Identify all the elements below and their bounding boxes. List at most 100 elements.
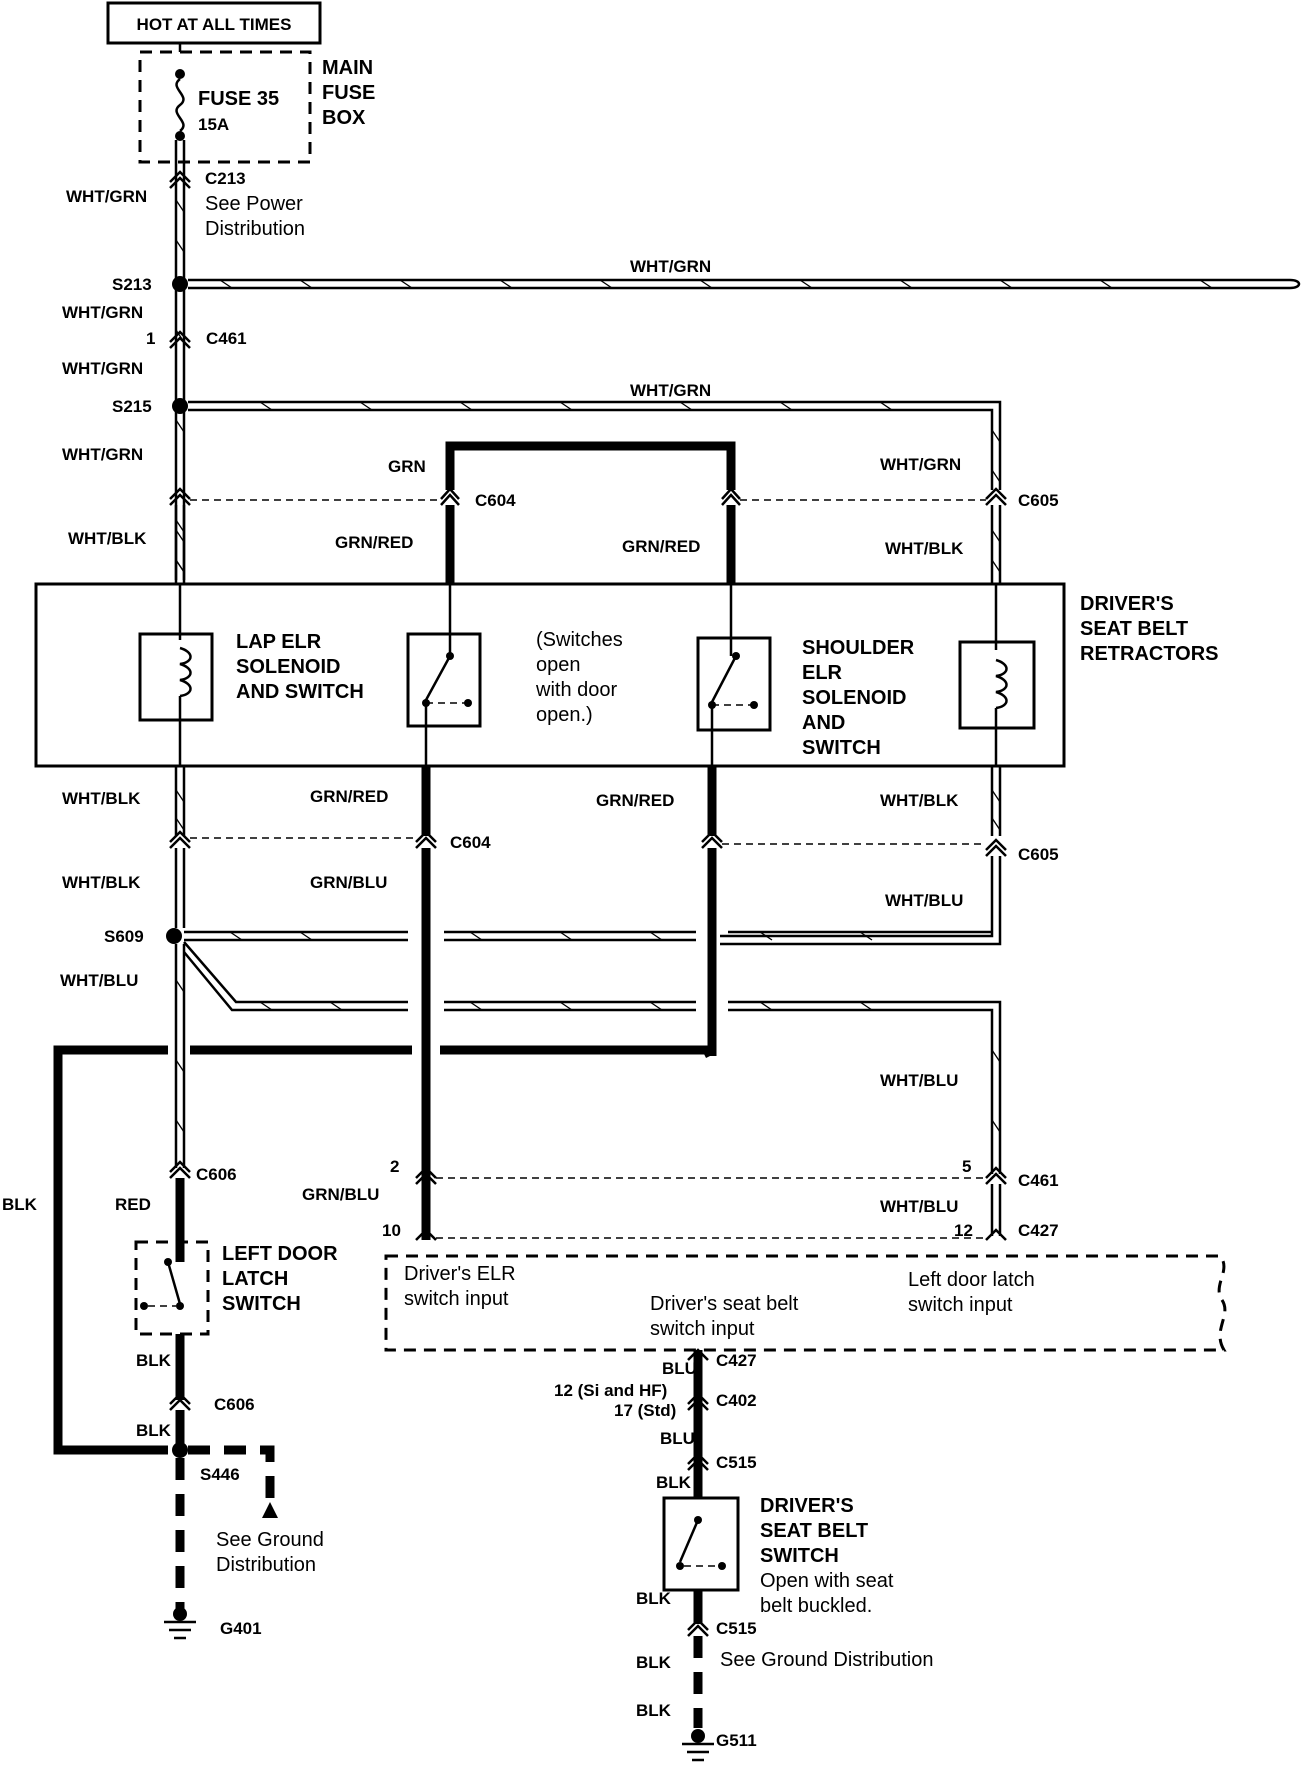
splice-s215 (172, 398, 188, 414)
ground-icon (682, 1742, 714, 1762)
c605-connector-upper (985, 487, 1007, 506)
c605-label-upper: C605 (1018, 491, 1059, 510)
shoulder-label-1: SHOULDER (802, 637, 915, 659)
belt-switch-title-3: SWITCH (760, 1545, 839, 1567)
lap-label-3: AND SWITCH (236, 681, 364, 703)
wire-label-blk-4: BLK (636, 1589, 672, 1608)
c427-label-lower: C427 (716, 1351, 757, 1370)
main-fuse-box-label-2: FUSE (322, 82, 375, 104)
wire-label-wht-grn-s215: WHT/GRN (630, 381, 711, 400)
splice-s446 (172, 1442, 188, 1458)
wire-label-grn-red-4: GRN/RED (596, 791, 674, 810)
fuse-35-symbol (175, 78, 185, 132)
wire-label-grn: GRN (388, 457, 426, 476)
drivers-seat-belt-switch-box (662, 1496, 740, 1592)
wire-label-wht-grn-5: WHT/GRN (880, 455, 961, 474)
wire-blk-to-s446-ground (188, 1445, 275, 1500)
c606-label-upper: C606 (196, 1165, 237, 1184)
left-door-latch-switch-box (134, 1240, 210, 1336)
c427-connector-pin12 (985, 1228, 1007, 1241)
latch-input-2: switch input (908, 1294, 1013, 1316)
c461-pin-2: 2 (390, 1157, 399, 1176)
wire-label-wht-grn-4: WHT/GRN (62, 445, 143, 464)
belt-switch-note-2: belt buckled. (760, 1595, 872, 1617)
switch-note-1: (Switches (536, 629, 623, 651)
wire-label-blk-left: BLK (2, 1195, 38, 1214)
latch-label-3: SWITCH (222, 1293, 301, 1315)
c461-label-lower: C461 (1018, 1171, 1059, 1190)
c604-connector-lap-lower (169, 830, 191, 849)
ground-note-2: Distribution (216, 1554, 316, 1576)
shoulder-switch-contact-right (750, 701, 758, 709)
wire-grn-loop (445, 441, 736, 490)
wire-label-wht-blk-5: WHT/BLK (62, 873, 141, 892)
belt-switch-contact-pivot (676, 1562, 684, 1570)
wire-label-wht-blk-3: WHT/BLK (62, 789, 141, 808)
c427-connector-pin10 (415, 1228, 437, 1241)
wire-label-wht-blu-1: WHT/BLU (885, 891, 963, 910)
control-unit-box (384, 1254, 1227, 1352)
c427-pin-12: 12 (954, 1221, 973, 1240)
c604-label-lower: C604 (450, 833, 491, 852)
wire-label-blu-2: BLU (660, 1429, 695, 1448)
lap-elr-switch (406, 632, 482, 728)
wire-label-red: RED (115, 1195, 151, 1214)
ground-note-1: See Ground (216, 1529, 324, 1551)
wire-label-wht-blu-3: WHT/BLU (880, 1071, 958, 1090)
c606-label-lower: C606 (214, 1395, 255, 1414)
wire-label-blk-2: BLK (136, 1421, 172, 1440)
c402-label: C402 (716, 1391, 757, 1410)
wire-label-wht-blu-2: WHT/BLU (60, 971, 138, 990)
drivers-seat-belt-retractors-box (34, 582, 1066, 768)
c606-connector-upper (169, 1160, 191, 1179)
c604-connector-lap-upper (440, 487, 460, 506)
wire-continues-icon (1289, 278, 1301, 290)
c402-pin-2: 17 (Std) (614, 1401, 676, 1420)
g511-label: G511 (716, 1731, 757, 1750)
c605-label-lower: C605 (1018, 845, 1059, 864)
g511-terminal (691, 1729, 705, 1743)
splice-s609 (166, 928, 182, 944)
s215-label: S215 (112, 397, 152, 416)
fuse-35-rating: 15A (198, 115, 229, 134)
wire-label-wht-grn-3: WHT/GRN (62, 359, 143, 378)
c213-label: C213 (205, 169, 246, 188)
main-fuse-box-outline (138, 50, 312, 164)
wire-label-wht-grn-2: WHT/GRN (62, 303, 143, 322)
switch-note-3: with door (535, 679, 617, 701)
main-fuse-box-label-3: BOX (322, 107, 366, 129)
c402-connector (687, 1392, 709, 1411)
ground-arrow-icon (262, 1502, 278, 1518)
wire-label-blk-3: BLK (656, 1473, 692, 1492)
hot-at-all-times-box (106, 1, 322, 45)
s213-label: S213 (112, 275, 152, 294)
wire-label-grn-red-1: GRN/RED (335, 533, 413, 552)
c605-connector-shoulder-switch-lower (701, 830, 723, 849)
wire-label-blu-1: BLU (662, 1359, 697, 1378)
c515-label-upper: C515 (716, 1453, 757, 1472)
hot-at-all-times-label: HOT AT ALL TIMES (137, 15, 292, 34)
c213-note-1: See Power (205, 193, 303, 215)
shoulder-label-4: AND (802, 712, 845, 734)
wire-label-grn-red-3: GRN/RED (310, 787, 388, 806)
c605-connector-lower (985, 838, 1007, 857)
c213-note-2: Distribution (205, 218, 305, 240)
fuse-terminal-top (175, 69, 185, 79)
coil-icon (995, 658, 1008, 710)
lap-switch-contact-right (464, 699, 472, 707)
fuse-terminal-bottom (175, 131, 185, 141)
wire-label-grn-red-2: GRN/RED (622, 537, 700, 556)
lap-elr-solenoid-coil (138, 632, 214, 722)
c515-connector-lower (687, 1618, 709, 1637)
switch-note-2: open (536, 654, 581, 676)
c606-connector-lower (169, 1392, 191, 1411)
c461-connector-lap-upper (169, 487, 191, 506)
wire-label-blk-1: BLK (136, 1351, 172, 1370)
c427-pin-10: 10 (382, 1221, 401, 1240)
retractors-title-2: SEAT BELT (1080, 618, 1188, 640)
c461-label-top: C461 (206, 329, 247, 348)
belt-switch-title-1: DRIVER'S (760, 1495, 854, 1517)
retractors-title-3: RETRACTORS (1080, 643, 1219, 665)
g401-terminal (173, 1607, 187, 1621)
